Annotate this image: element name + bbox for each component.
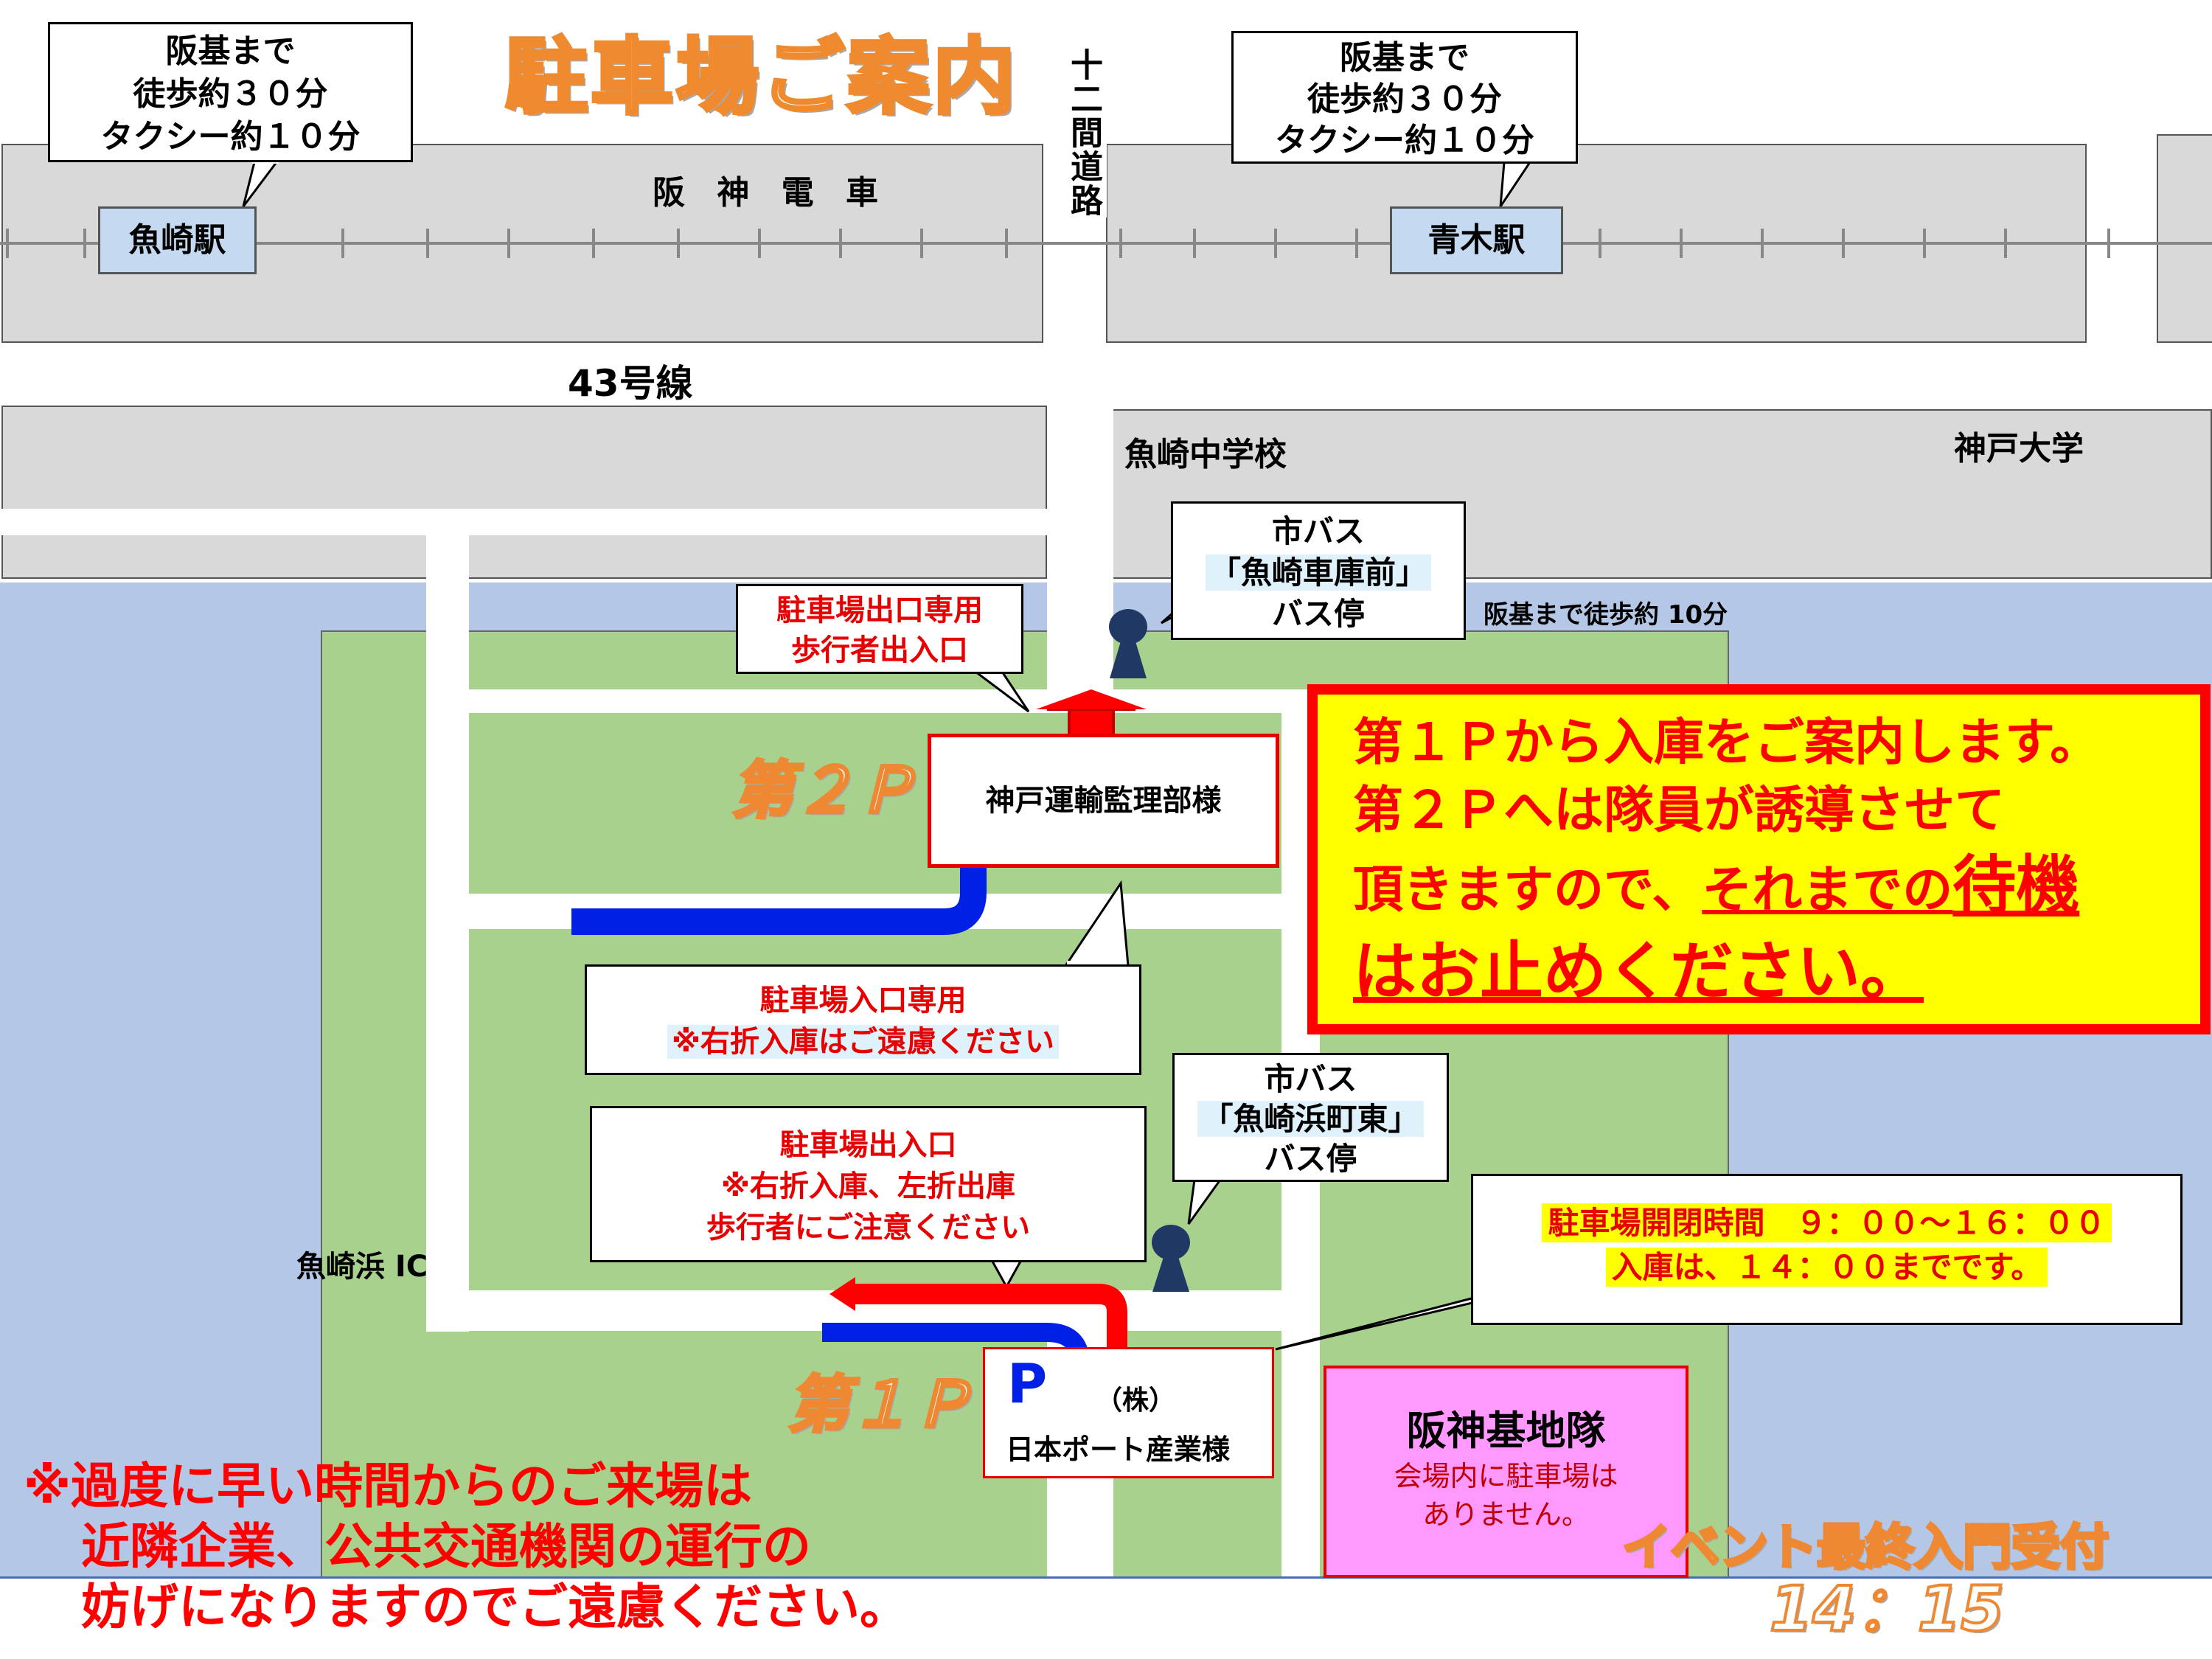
station-uozaki: 魚崎駅	[98, 206, 257, 274]
red-exit-arrow-head	[830, 1277, 855, 1311]
callout-line: ※右折入庫はご遠慮ください	[667, 1025, 1059, 1059]
station-aoki: 青木駅	[1390, 206, 1563, 274]
parking-1p-label: 第１Ｐ	[786, 1367, 975, 1442]
callout-aoki-access: 阪基まで 徒歩約３０分 タクシー約１０分	[1231, 31, 1578, 164]
base-note: 会場内に駐車場は	[1394, 1460, 1618, 1492]
callout-line: 駐車場出口専用	[776, 594, 983, 627]
notice-line: はお止めください。	[1353, 935, 1924, 1009]
event-last-entry-label: イベント最終入門受付	[1621, 1517, 2110, 1577]
bus-line: バス停	[1271, 596, 1365, 632]
shoreline	[0, 1576, 2212, 1579]
building-nippon-port-label: 日本ポート産業様	[1006, 1433, 1231, 1466]
page-title: 駐車場ご案内	[504, 28, 1018, 128]
callout-line: ※右折入庫、左折出庫	[721, 1169, 1015, 1203]
building-nippon-port: P （株） 日本ポート産業様	[983, 1347, 1274, 1478]
notice-line: 第１Ｐから入庫をご案内します。	[1353, 714, 2101, 772]
callout-line: 徒歩約３０分	[1307, 80, 1502, 118]
parking-icon: P	[1007, 1352, 1048, 1416]
parking-notice-box: 第１Ｐから入庫をご案内します。 第２Ｐへは隊員が誘導させて 頂きますので、それま…	[1307, 684, 2211, 1034]
railway-ticks	[6, 229, 2110, 258]
bus-stop-icon	[1152, 1225, 1190, 1292]
road-juniken-label: 十二間道路	[1060, 48, 1107, 218]
notice-line: 第２Ｐへは隊員が誘導させて	[1353, 782, 2006, 840]
early-arrival-warning: ※過度に早い時間からのご来場は 近隣企業、公共交通機関の運行の 妨げになりますの…	[24, 1456, 908, 1638]
ic-label: 魚崎浜 IC	[296, 1250, 428, 1284]
event-last-entry-time: 14：15	[1768, 1571, 2006, 1646]
red-exit-arrow-icon	[852, 1284, 1127, 1349]
callout-uozaki-access: 阪基まで 徒歩約３０分 タクシー約１０分	[48, 22, 413, 162]
callout-tail	[1187, 1178, 1222, 1225]
callout-bus-stop-hamacho: 市バス 「魚崎浜町東」 バス停	[1172, 1053, 1449, 1182]
notice-underline: それまでの	[1702, 861, 1953, 919]
callout-line: 歩行者出入口	[791, 633, 968, 667]
hours-line: 駐車場開閉時間 ９：００～１６：００	[1542, 1203, 2112, 1242]
road-43-label: 43号線	[568, 362, 693, 405]
school-label: 魚崎中学校	[1124, 436, 1287, 473]
bus-line: バス停	[1264, 1141, 1357, 1177]
bus-stop-name: 「魚崎車庫前」	[1205, 554, 1431, 591]
callout-line: 歩行者にご注意ください	[706, 1211, 1031, 1245]
base-note: ありません。	[1422, 1498, 1590, 1531]
parking-2p-label: 第２Ｐ	[730, 753, 919, 828]
road-lane-1	[469, 689, 1320, 713]
warning-line: 妨げになりますのでご遠慮ください。	[81, 1579, 908, 1635]
callout-exit-only: 駐車場出口専用 歩行者出入口	[736, 584, 1023, 674]
callout-tail	[966, 666, 1030, 713]
callout-tail	[242, 161, 279, 207]
red-arrow-icon	[1036, 689, 1147, 739]
callout-line: タクシー約１０分	[1275, 122, 1534, 159]
callout-tail	[1499, 161, 1532, 207]
callout-entry-exit: 駐車場出入口 ※右折入庫、左折出庫 歩行者にご注意ください	[590, 1106, 1147, 1262]
callout-line: 阪基まで	[1340, 39, 1470, 77]
callout-parking-hours: 駐車場開閉時間 ９：００～１６：００ 入庫は、１４：００までです。	[1471, 1174, 2183, 1325]
callout-entry-only: 駐車場入口専用 ※右折入庫はご遠慮ください	[585, 964, 1141, 1075]
notice-emphasis: 待機	[1952, 849, 2080, 922]
bus-stop-name: 「魚崎浜町東」	[1197, 1101, 1424, 1137]
road-north	[0, 509, 1047, 535]
bus-line: 市バス	[1264, 1061, 1357, 1097]
bus-stop-walk-note: 阪基まで徒歩約 10分	[1484, 600, 1728, 630]
hours-line: 入庫は、１４：００までです。	[1605, 1248, 2048, 1287]
callout-line: 阪基まで	[165, 32, 296, 70]
hanshin-base: 阪神基地隊 会場内に駐車場は ありません。	[1324, 1366, 1688, 1578]
callout-line: タクシー約１０分	[100, 118, 361, 156]
bus-line: 市バス	[1271, 513, 1365, 549]
railway-name: 阪 神 電 車	[653, 174, 888, 212]
company-prefix: （株）	[1096, 1385, 1176, 1416]
rail-block-far-east	[2157, 134, 2212, 343]
callout-line: 駐車場出入口	[779, 1128, 957, 1162]
station-uozaki-label: 魚崎駅	[128, 221, 226, 259]
road-west-vertical	[426, 535, 469, 1332]
bus-stop-icon	[1109, 609, 1147, 678]
callout-bus-stop-garage: 市バス 「魚崎車庫前」 バス停	[1171, 501, 1466, 640]
notice-line: 頂きますので、	[1353, 861, 1703, 919]
block-uozaki-west	[1, 406, 1047, 579]
tail-join	[1067, 961, 1126, 967]
building-kobe-transport: 神戸運輸監理部様	[928, 734, 1279, 868]
station-aoki-label: 青木駅	[1427, 221, 1526, 259]
base-name: 阪神基地隊	[1406, 1408, 1606, 1454]
warning-line: 近隣企業、公共交通機関の運行の	[81, 1518, 811, 1575]
building-kobe-transport-label: 神戸運輸監理部様	[985, 784, 1222, 818]
callout-tail	[1063, 880, 1130, 967]
university-label: 神戸大学	[1954, 430, 2084, 467]
warning-line: ※過度に早い時間からのご来場は	[24, 1458, 753, 1514]
blue-arrow-icon	[571, 848, 987, 935]
callout-line: 駐車場入口専用	[759, 984, 967, 1018]
callout-line: 徒歩約３０分	[133, 75, 328, 113]
